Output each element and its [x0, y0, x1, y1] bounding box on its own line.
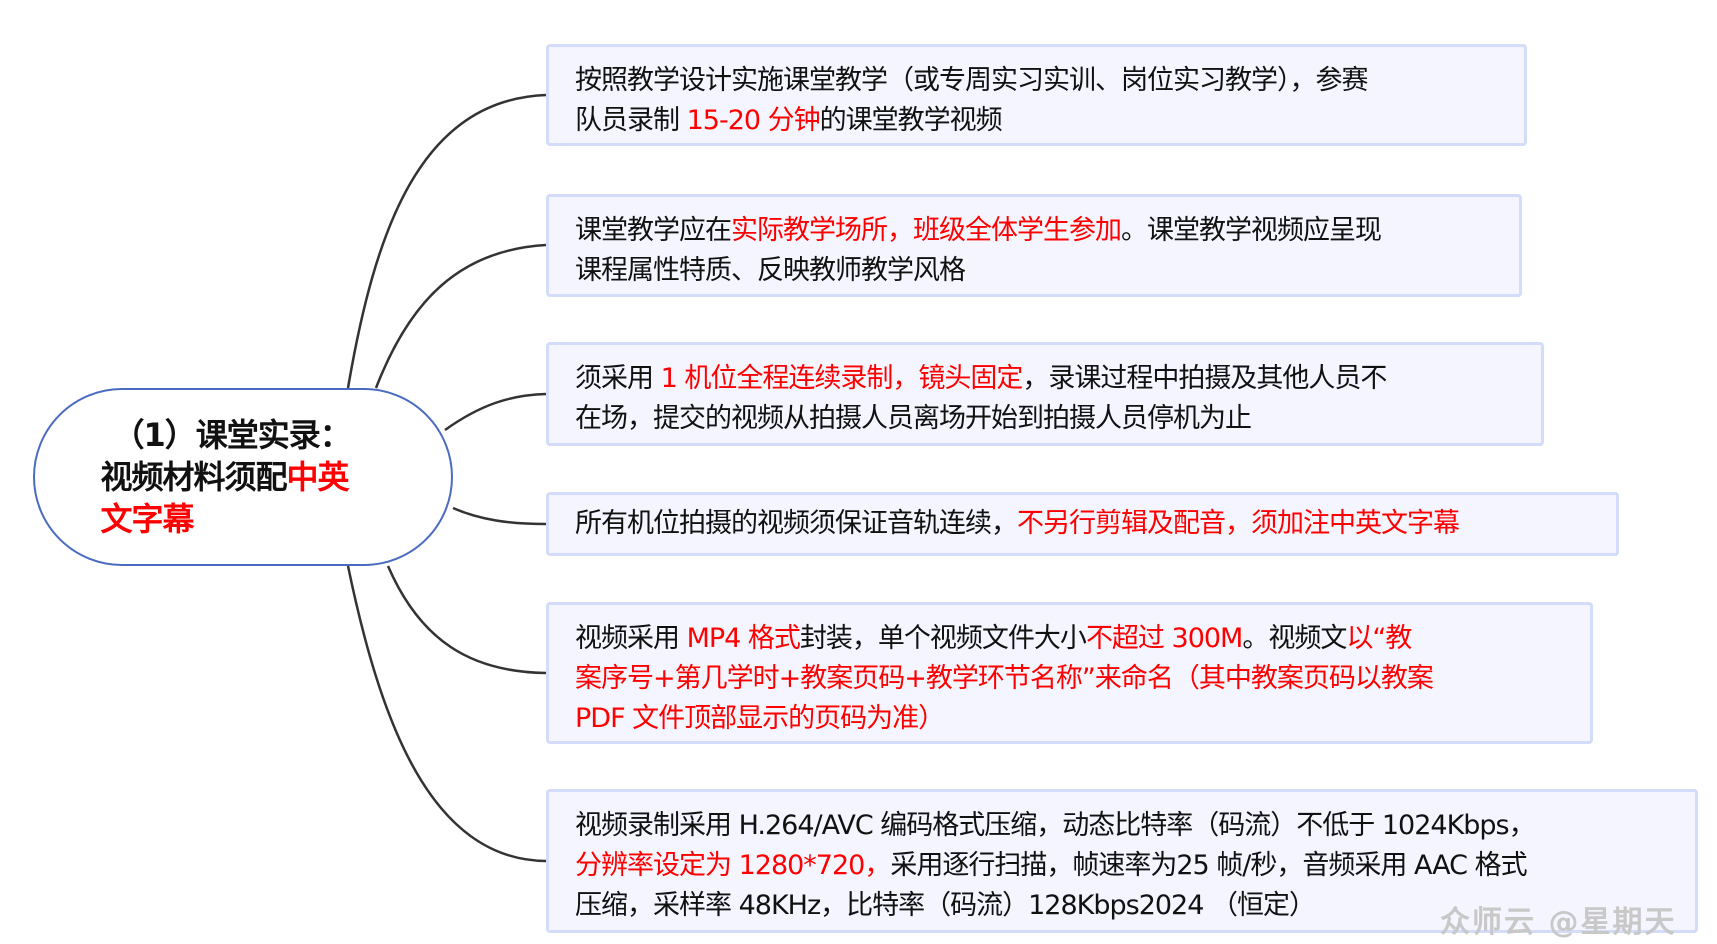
highlight-text: PDF 文件顶部显示的页码为准）: [575, 703, 945, 734]
branch-node-6[interactable]: 视频录制采用 H.264/AVC 编码格式压缩，动态比特率（码流）不低于 102…: [546, 789, 1698, 933]
link-branch-5: [386, 565, 547, 675]
body-text: 视频录制采用 H.264/AVC 编码格式压缩，动态比特率（码流）不低于 102…: [575, 810, 1536, 841]
body-text: ，录课过程中拍摄及其他人员不: [1022, 363, 1387, 394]
central-topic-line2: 视频材料须配中英: [100, 458, 350, 496]
branch-node-4[interactable]: 所有机位拍摄的视频须保证音轨连续，不另行剪辑及配音，须加注中英文字幕: [546, 492, 1619, 556]
body-text: 。课堂教学视频应呈现: [1121, 215, 1382, 246]
watermark: 众师云 @星期天: [1440, 905, 1677, 940]
body-text: 队员录制: [575, 105, 687, 136]
branch-node-3[interactable]: 须采用 1 机位全程连续录制，镜头固定，录课过程中拍摄及其他人员不在场，提交的视…: [546, 342, 1544, 446]
body-text: 。视频文: [1242, 623, 1347, 654]
body-text: 压缩，采样率 48KHz，比特率（码流）128Kbps2024 （恒定）: [575, 890, 1316, 921]
link-branch-1: [346, 93, 547, 389]
highlight-text: 实际教学场所，班级全体学生参加: [731, 215, 1122, 246]
central-topic-node[interactable]: （1）课堂实录： 视频材料须配中英 文字幕: [33, 388, 453, 566]
highlight-text: 不另行剪辑及配音，须加注中英文字幕: [1017, 508, 1460, 539]
body-text: 按照教学设计实施课堂教学（或专周实习实训、岗位实习教学），参赛: [575, 65, 1368, 96]
highlight-text: 15-20 分钟: [686, 105, 821, 136]
highlight-text: 1 机位全程连续录制，镜头固定: [660, 363, 1024, 394]
body-text: 的课堂教学视频: [819, 105, 1003, 136]
body-text: 须采用: [575, 363, 661, 394]
link-branch-6: [346, 565, 547, 863]
highlight-text: 分辨率设定为 1280*720，: [575, 850, 891, 881]
body-text: 在场，提交的视频从拍摄人员离场开始到拍摄人员停机为止: [575, 403, 1252, 434]
branch-node-5[interactable]: 视频采用 MP4 格式封装，单个视频文件大小不超过 300M。视频文以“教案序号…: [546, 602, 1593, 744]
link-branch-4: [452, 506, 547, 526]
highlight-text: 案序号+第几学时+教案页码+教学环节名称”来命名（其中教案页码以教案: [575, 663, 1434, 694]
central-topic-line3: 文字幕: [100, 500, 195, 538]
link-branch-2: [374, 243, 547, 389]
body-text: 封装，单个视频文件大小: [799, 623, 1087, 654]
body-text: 采用逐行扫描，帧速率为25 帧/秒，音频采用 AAC 格式: [890, 850, 1527, 881]
body-text: 所有机位拍摄的视频须保证音轨连续，: [575, 508, 1018, 539]
highlight-text: 不超过 300M: [1085, 623, 1243, 654]
central-topic-line1: （1）课堂实录：: [112, 416, 352, 454]
central-topic-text: （1）课堂实录： 视频材料须配中英 文字幕: [101, 414, 386, 540]
highlight-text: 以“教: [1346, 623, 1412, 654]
body-text: 课堂教学应在: [575, 215, 732, 246]
branch-node-1[interactable]: 按照教学设计实施课堂教学（或专周实习实训、岗位实习教学），参赛队员录制 15-2…: [546, 44, 1527, 146]
link-branch-3: [444, 392, 547, 432]
branch-node-2[interactable]: 课堂教学应在实际教学场所，班级全体学生参加。课堂教学视频应呈现课程属性特质、反映…: [546, 194, 1522, 297]
highlight-text: MP4 格式: [686, 623, 801, 654]
body-text: 课程属性特质、反映教师教学风格: [575, 255, 966, 286]
body-text: 视频采用: [575, 623, 687, 654]
